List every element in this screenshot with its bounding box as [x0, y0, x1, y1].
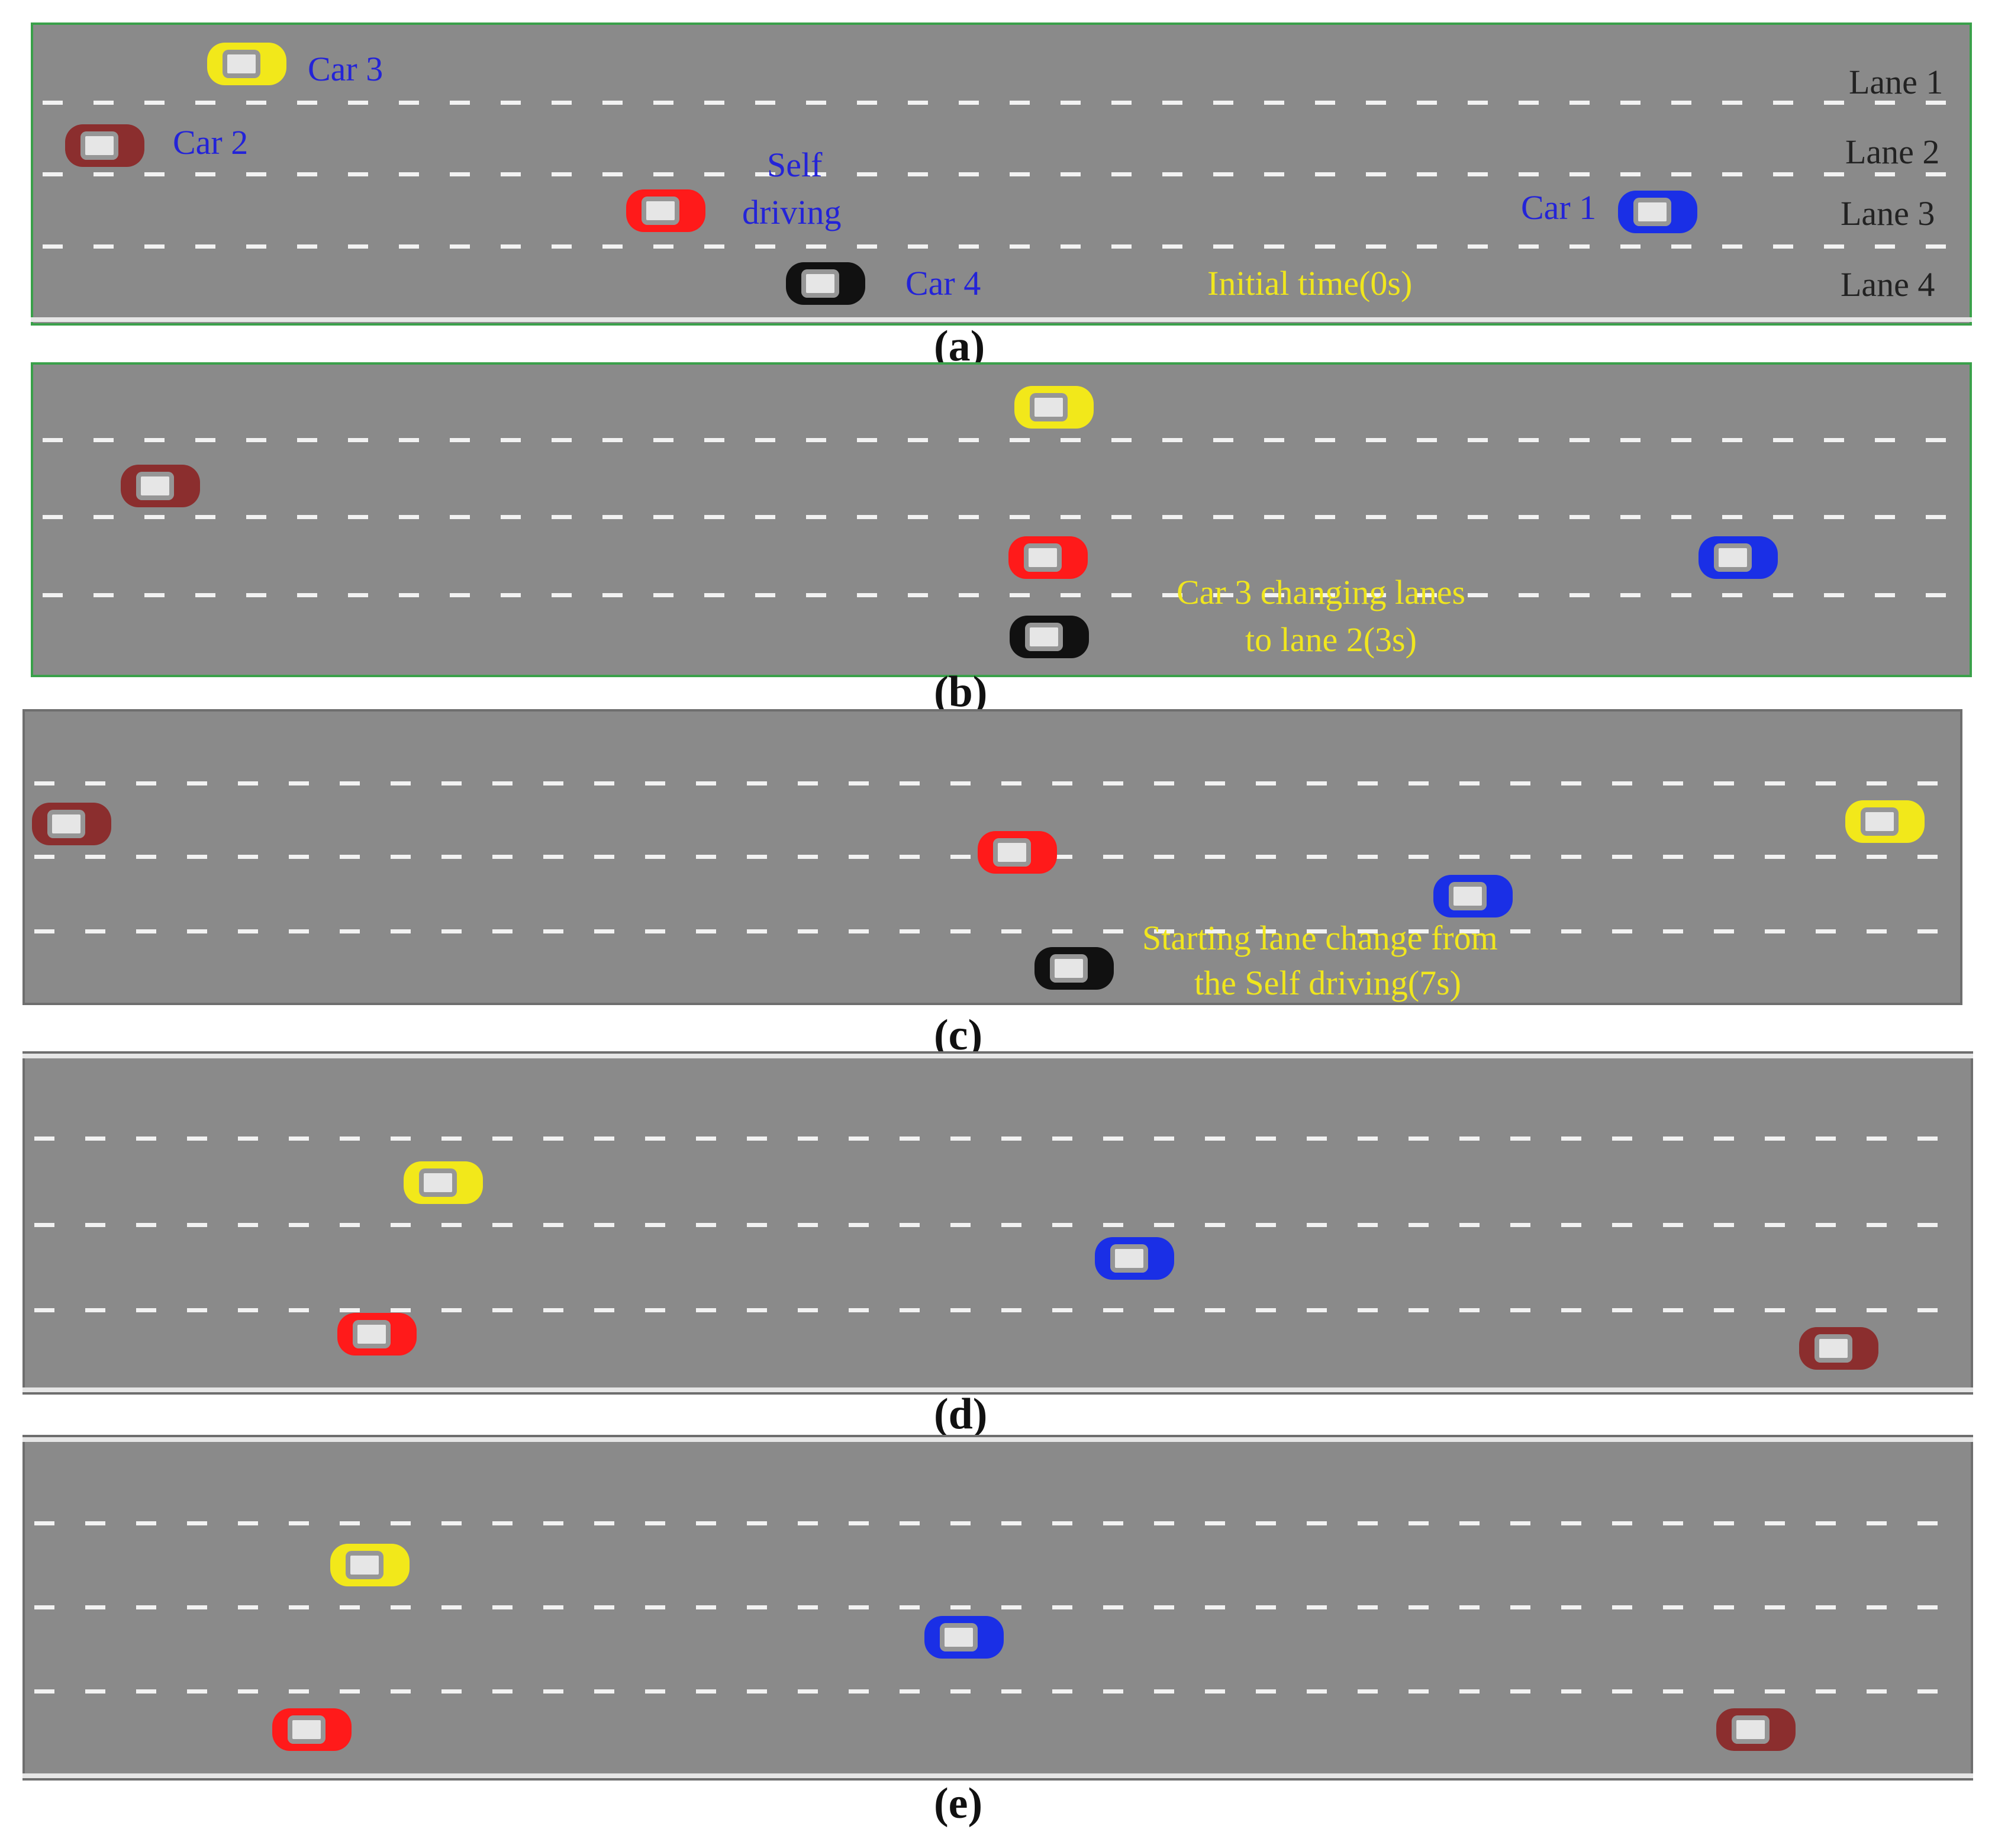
note-c-line2: the Self driving(7s): [1194, 964, 1462, 1002]
lane-divider: [43, 101, 1960, 105]
label-lane-2: Lane 2: [1845, 133, 1940, 171]
car-self-driving-red: [329, 1305, 417, 1356]
caption-e: (e): [934, 1779, 983, 1828]
label-car-3: Car 3: [308, 50, 383, 88]
road-edge: [22, 1054, 1973, 1058]
car-self-driving-red: [969, 823, 1057, 874]
label-lane-3: Lane 3: [1841, 194, 1935, 233]
label-lane-4: Lane 4: [1841, 265, 1935, 304]
lane-divider: [43, 438, 1960, 442]
label-self-line2: driving: [742, 193, 842, 231]
car-2-maroon: [1791, 1319, 1878, 1370]
car-4-black: [1001, 607, 1089, 658]
caption-c: (c): [934, 1011, 983, 1060]
label-car-4: Car 4: [905, 264, 981, 302]
lane-divider: [34, 1689, 1961, 1694]
note-c-line1: Starting lane change from: [1142, 919, 1498, 957]
road-edge: [22, 1773, 1973, 1778]
car-1-blue: [916, 1608, 1004, 1659]
lane-divider: [34, 1521, 1961, 1525]
lane-divider: [34, 1137, 1961, 1141]
note-b-line1: Car 3 changing lanes: [1177, 573, 1466, 611]
car-3-yellow: [322, 1535, 410, 1586]
lane-divider: [34, 781, 1951, 785]
road-d: [22, 1051, 1973, 1395]
lane-divider: [34, 1605, 1961, 1609]
road-edge: [31, 317, 1972, 322]
road-a: [31, 22, 1972, 326]
car-4-black: [1026, 939, 1114, 990]
lane-divider: [43, 593, 1960, 597]
label-initial-time: Initial time(0s): [1207, 264, 1413, 302]
caption-b: (b): [934, 668, 988, 716]
car-2-maroon: [24, 794, 111, 845]
car-1-blue: [1690, 528, 1778, 579]
road-b: [31, 362, 1972, 677]
label-car-2: Car 2: [173, 123, 249, 162]
car-3-yellow: [395, 1153, 483, 1204]
car-self-driving-red: [264, 1700, 352, 1751]
label-lane-1: Lane 1: [1849, 63, 1944, 101]
label-self-line1: Self: [767, 146, 823, 184]
note-b-line2: to lane 2(3s): [1245, 620, 1417, 659]
caption-a: (a): [934, 322, 985, 371]
lane-divider: [43, 515, 1960, 519]
car-self-driving-red: [618, 181, 705, 232]
car-self-driving-red: [1000, 528, 1088, 579]
car-2-maroon: [57, 116, 144, 167]
car-3-yellow: [1837, 792, 1925, 843]
road-edge: [22, 1387, 1973, 1392]
car-2-maroon: [112, 456, 200, 507]
caption-d: (d): [934, 1390, 988, 1438]
car-1-blue: [1610, 182, 1697, 233]
lane-divider: [34, 929, 1951, 933]
lane-divider: [43, 244, 1960, 249]
car-4-black: [778, 254, 865, 305]
lane-divider: [43, 172, 1960, 176]
label-car-1: Car 1: [1521, 188, 1597, 227]
car-1-blue: [1087, 1229, 1174, 1280]
car-3-yellow: [1006, 378, 1094, 429]
car-2-maroon: [1708, 1700, 1796, 1751]
car-1-blue: [1425, 867, 1513, 917]
car-3-yellow: [199, 34, 286, 85]
road-edge: [22, 1437, 1973, 1442]
lane-divider: [34, 1223, 1961, 1227]
lane-divider: [34, 1308, 1961, 1312]
